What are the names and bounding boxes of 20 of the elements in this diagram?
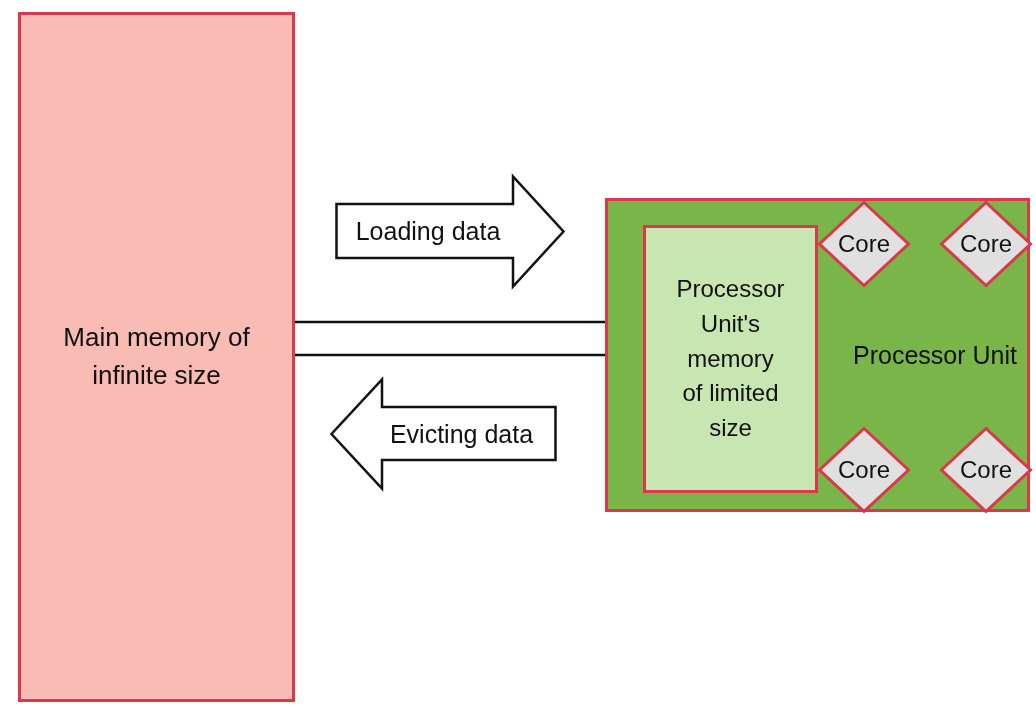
arrow-label: Evicting data bbox=[389, 418, 534, 450]
processor-label: Processor Unit bbox=[853, 339, 1017, 371]
core-label: Core bbox=[838, 454, 890, 485]
arrow-label: Loading data bbox=[355, 216, 501, 248]
connector-line bbox=[295, 320, 605, 324]
core-label: Core bbox=[960, 454, 1012, 485]
core-diamond bbox=[940, 427, 1032, 513]
core-label: Core bbox=[960, 228, 1012, 259]
memory-label: Main memory of infinite size bbox=[62, 321, 251, 392]
connector-line bbox=[295, 353, 605, 357]
memory-label: Processor Unit's memory of limited size bbox=[676, 274, 785, 444]
processor-box bbox=[605, 198, 1030, 512]
memory-box bbox=[18, 12, 295, 702]
block-arrow bbox=[335, 175, 565, 288]
core-diamond bbox=[818, 201, 910, 287]
memory-box bbox=[643, 225, 818, 493]
block-arrow bbox=[330, 378, 557, 490]
core-diamond bbox=[818, 427, 910, 513]
core-diamond bbox=[940, 201, 1032, 287]
core-label: Core bbox=[838, 228, 890, 259]
